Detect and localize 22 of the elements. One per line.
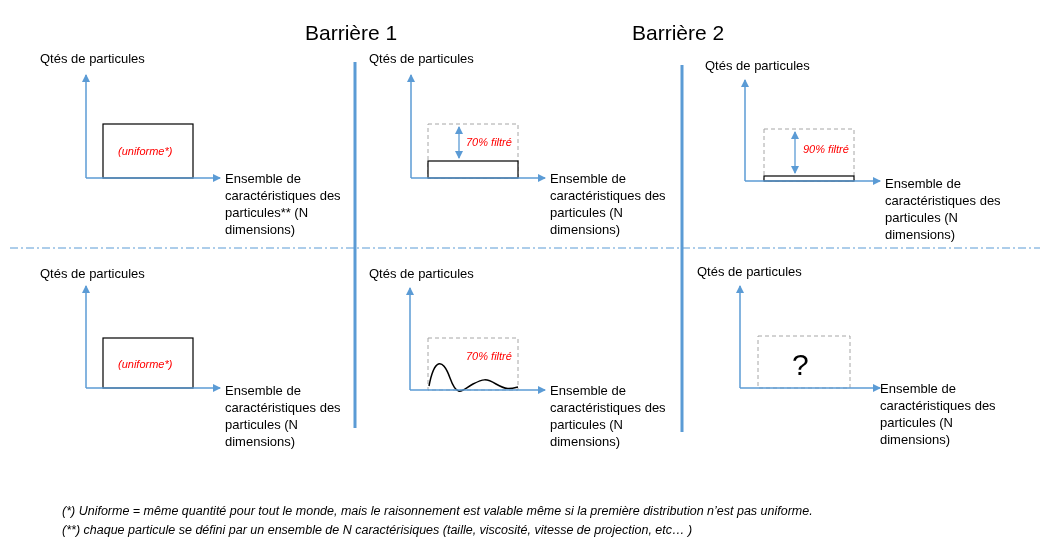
question-mark: ? [792,348,809,382]
axis-label: Ensemble de caractéristiques des particules (N dimensions) [550,382,667,450]
filter-label: 70% filtré [466,349,512,364]
axis-label: Ensemble de caractéristiques des particules (N dimensions) [550,170,667,238]
axis-label: Qtés de particules [697,263,802,280]
axis-label: Qtés de particules [369,265,474,282]
filter-label: 90% filtré [803,142,849,157]
axis-label: Ensemble de caractéristiques des particules (N dimensions) [885,175,1002,243]
axis-label: Qtés de particules [705,57,810,74]
axis-label: Qtés de particules [369,50,474,67]
axis-label: Ensemble de caractéristiques des particules** (N dimensions) [225,170,342,238]
axis-label: Ensemble de caractéristiques des particules (N dimensions) [880,380,997,448]
barrier-title: Barrière 2 [632,20,725,46]
axis-label: Qtés de particules [40,50,145,67]
axis-label: Qtés de particules [40,265,145,282]
barrier-title: Barrière 1 [305,20,398,46]
axis-label: Ensemble de caractéristiques des particules (N dimensions) [225,382,342,450]
distribution-label: (uniforme*) [118,357,173,372]
footnote: (*) Uniforme = même quantité pour tout le monde, mais le raisonnement est valable même si la première distribution n’est pas uniforme. [62,503,813,520]
filter-label: 70% filtré [466,135,512,150]
distribution-label: (uniforme*) [118,144,173,159]
footnote: (**) chaque particule se défini par un ensemble de N caractérisiques (taille, viscosité, vitesse de projection, etc… ) [62,522,693,539]
